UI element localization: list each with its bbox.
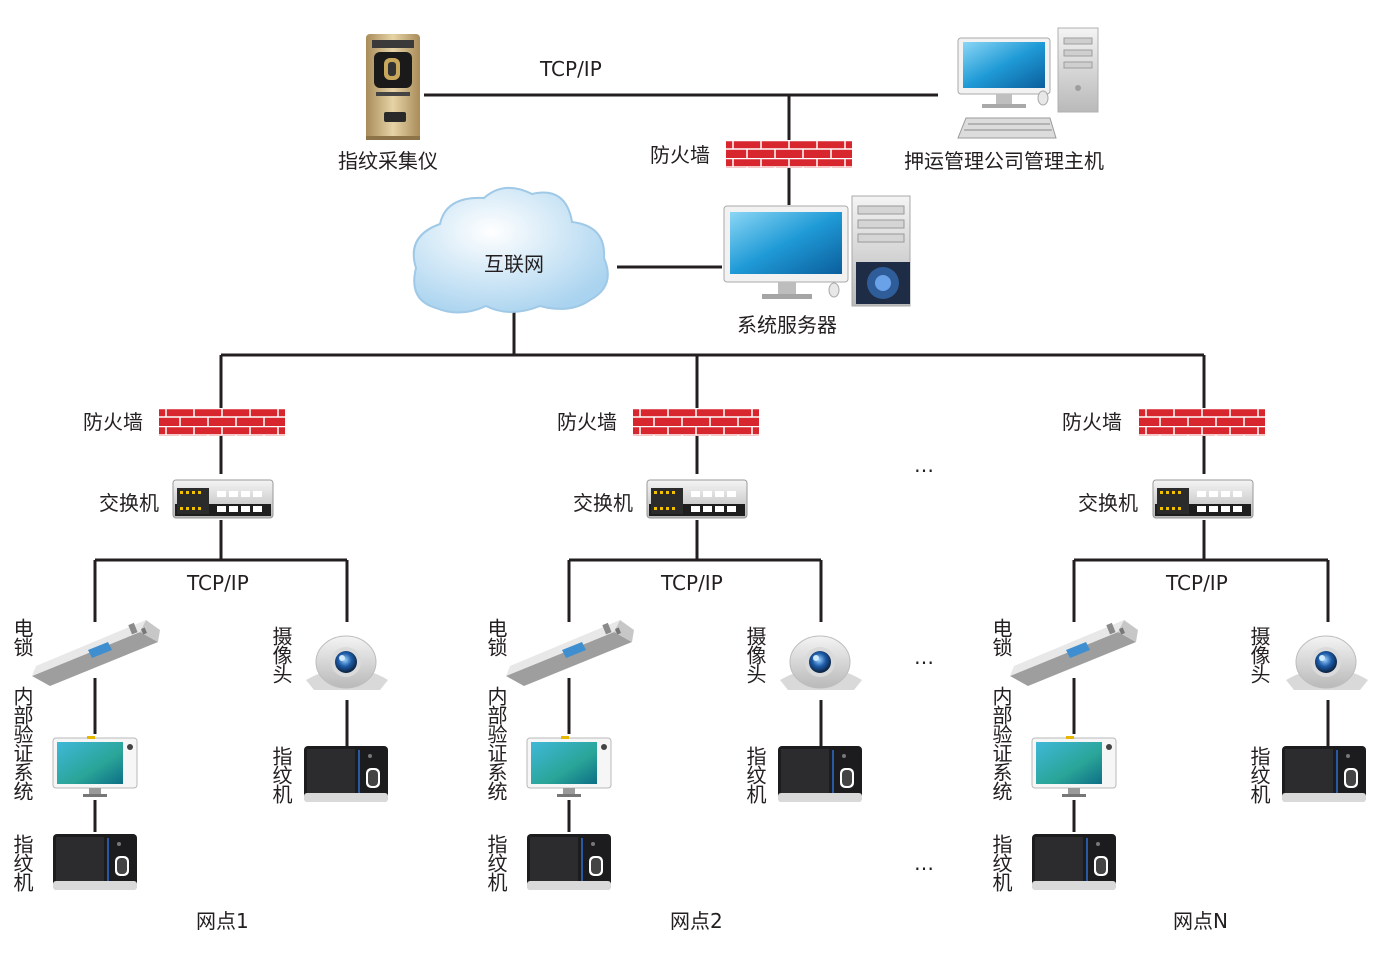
branch-1-lock-label: 电锁 xyxy=(10,618,34,656)
ellipsis-device-row: … xyxy=(914,645,934,669)
top-tcpip-label: TCP/IP xyxy=(540,57,602,81)
branch-n-firewall-label: 防火墙 xyxy=(1062,410,1122,434)
branch-2-fingerprint-left-label: 指纹机 xyxy=(484,834,508,891)
branch-2-firewall-label: 防火墙 xyxy=(557,410,617,434)
branch-1-site-label: 网点1 xyxy=(196,909,249,933)
branch-1-tcpip-label: TCP/IP xyxy=(187,571,249,595)
system-server-label: 系统服务器 xyxy=(737,313,837,337)
branch-1-graphics xyxy=(32,408,389,891)
branch-1-firewall-label: 防火墙 xyxy=(83,410,143,434)
top-connection-lines xyxy=(219,93,1206,408)
branch-n-graphics xyxy=(1010,408,1369,891)
branch-n-lock-label: 电锁 xyxy=(989,618,1013,656)
branch-2-switch-label: 交换机 xyxy=(573,491,633,515)
branch-2-lock-label: 电锁 xyxy=(484,618,508,656)
branch-n-tcpip-label: TCP/IP xyxy=(1166,571,1228,595)
top-firewall-icon xyxy=(726,140,852,168)
branch-1-switch-label: 交换机 xyxy=(99,491,159,515)
branch-1-camera-label: 摄像头 xyxy=(269,626,293,683)
branch-2-tcpip-label: TCP/IP xyxy=(661,571,723,595)
branch-n-internal-system-label: 内部验证系统 xyxy=(989,686,1013,800)
branch-n-fingerprint-left-label: 指纹机 xyxy=(989,834,1013,891)
branch-1-fingerprint-right-label: 指纹机 xyxy=(269,746,293,803)
company-host-label: 押运管理公司管理主机 xyxy=(904,149,1104,173)
internet-label: 互联网 xyxy=(484,252,544,276)
branch-n-fingerprint-right-label: 指纹机 xyxy=(1247,746,1271,803)
top-firewall-label: 防火墙 xyxy=(650,143,710,167)
fingerprint-collector-label: 指纹采集仪 xyxy=(338,149,438,173)
branch-1-internal-system-label: 内部验证系统 xyxy=(10,686,34,800)
branch-n-camera-label: 摄像头 xyxy=(1247,626,1271,683)
system-server-icon xyxy=(723,195,911,307)
branch-1-fingerprint-left-label: 指纹机 xyxy=(10,834,34,891)
fingerprint-collector-icon xyxy=(366,34,420,140)
ellipsis-fingerprint-row: … xyxy=(914,851,934,875)
branch-n-switch-label: 交换机 xyxy=(1078,491,1138,515)
branch-n-site-label: 网点N xyxy=(1173,909,1228,933)
branch-2-graphics xyxy=(506,408,863,891)
ellipsis-switch-row: … xyxy=(914,453,934,477)
branch-2-site-label: 网点2 xyxy=(670,909,723,933)
branch-2-fingerprint-right-label: 指纹机 xyxy=(743,746,767,803)
branch-2-camera-label: 摄像头 xyxy=(743,626,767,683)
branch-2-internal-system-label: 内部验证系统 xyxy=(484,686,508,800)
company-host-icon xyxy=(957,27,1099,139)
internet-cloud-icon xyxy=(412,187,609,314)
